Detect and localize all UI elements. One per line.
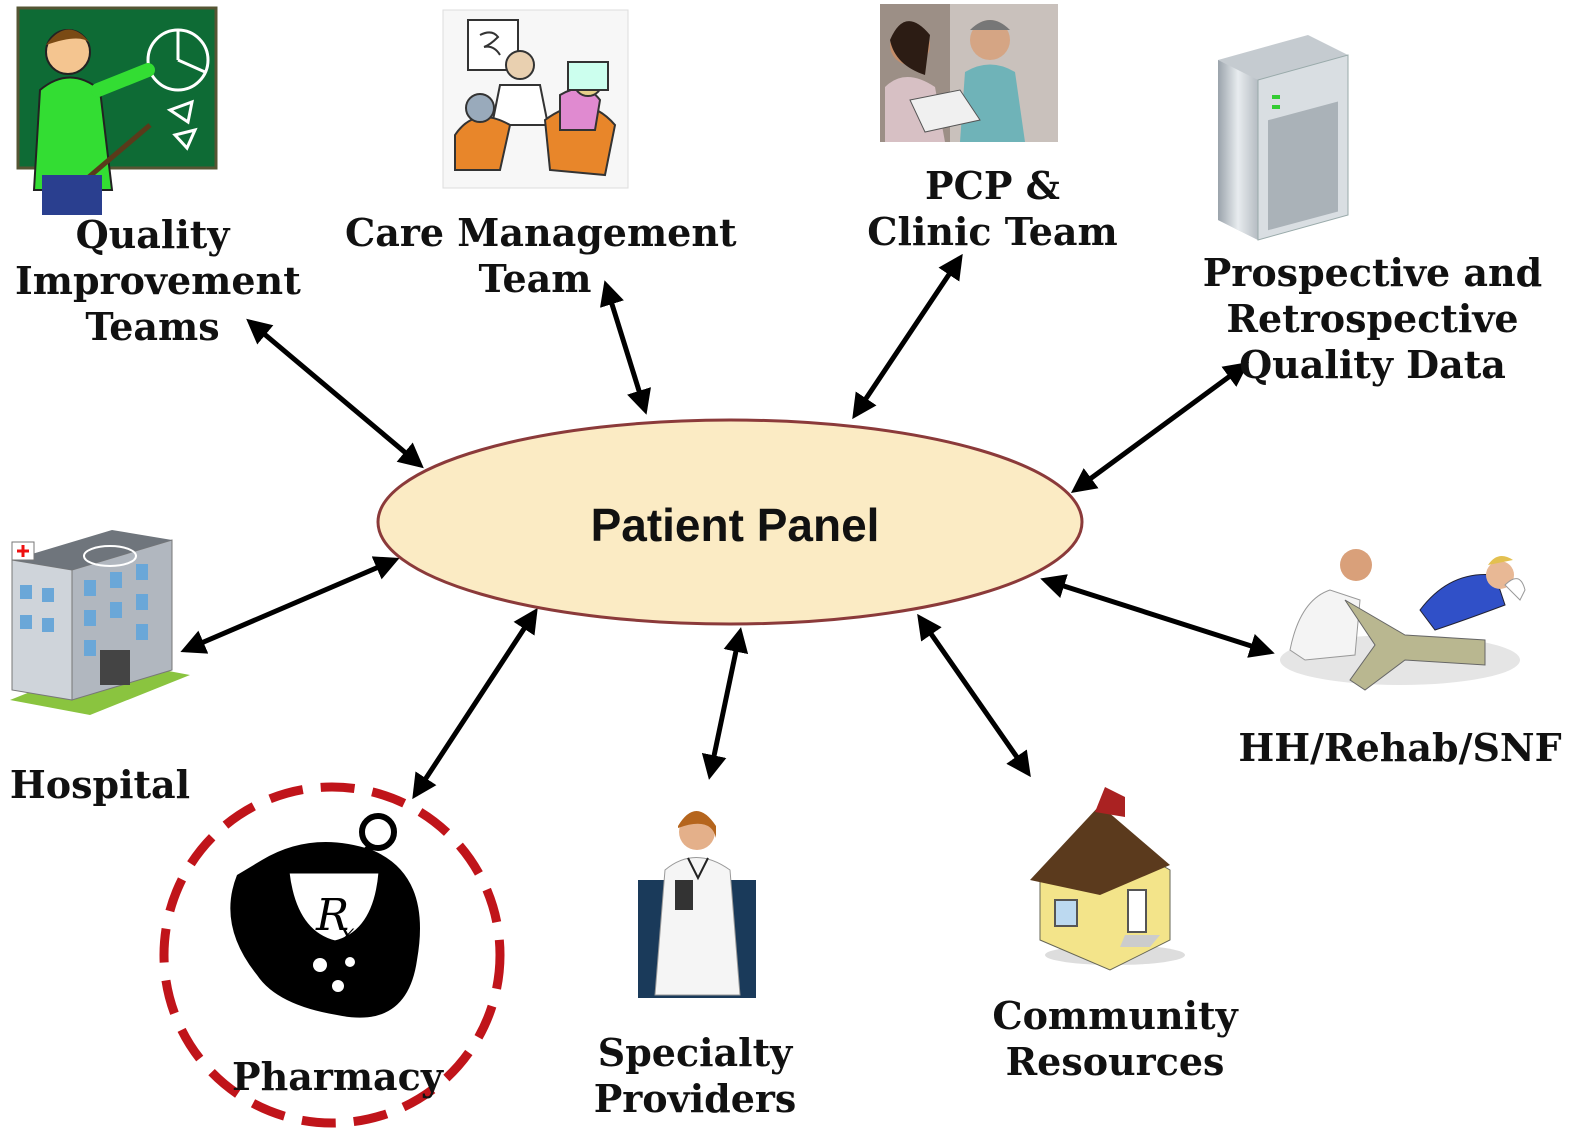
connector-arrows [180, 253, 1275, 800]
arrow-community-resources [917, 613, 1031, 778]
pharmacy-highlight-ring [159, 782, 505, 1128]
arrow-quality-improvement [246, 318, 424, 469]
patient-panel-ellipse [376, 418, 1084, 626]
patient-panel-label: Patient Panel [590, 499, 880, 551]
svg-text:R: R [315, 890, 349, 941]
node-label-pcp-clinic-team: PCP & Clinic Team [867, 163, 1118, 254]
node-label-community-resources: Community Resources [992, 993, 1238, 1084]
female-doctor-icon [638, 811, 756, 998]
server-icon [1218, 35, 1349, 241]
house-icon [1030, 787, 1185, 971]
arrow-pharmacy [412, 607, 538, 800]
doctor-consultation-icon [880, 4, 1058, 142]
node-label-pharmacy: Pharmacy [232, 1054, 443, 1099]
svg-text:x: x [340, 919, 355, 949]
node-label-quality-improvement-teams: Quality Improvement Teams [15, 212, 301, 349]
arrow-quality-data [1070, 362, 1250, 493]
arrow-hospital [180, 556, 400, 654]
node-label-specialty-providers: Specialty Providers [593, 1030, 797, 1121]
teacher-presentation-icon [16, 6, 218, 215]
arrow-hh-rehab-snf [1040, 574, 1275, 658]
node-label-hospital: Hospital [9, 762, 191, 807]
arrow-pcp-clinic [852, 253, 963, 420]
hospital-building-icon [10, 530, 190, 715]
node-label-care-management-team: Care Management Team [345, 210, 737, 301]
arrow-care-management [600, 280, 651, 415]
team-meeting-icon [442, 9, 629, 189]
mortar-pestle-rx-icon: R x [230, 813, 420, 1018]
physical-therapy-icon [1280, 549, 1526, 691]
node-label-hh-rehab-snf: HH/Rehab/SNF [1238, 725, 1562, 770]
node-label-quality-data: Prospective and Retrospective Quality Da… [1202, 250, 1543, 387]
arrow-specialty-providers [701, 627, 749, 780]
